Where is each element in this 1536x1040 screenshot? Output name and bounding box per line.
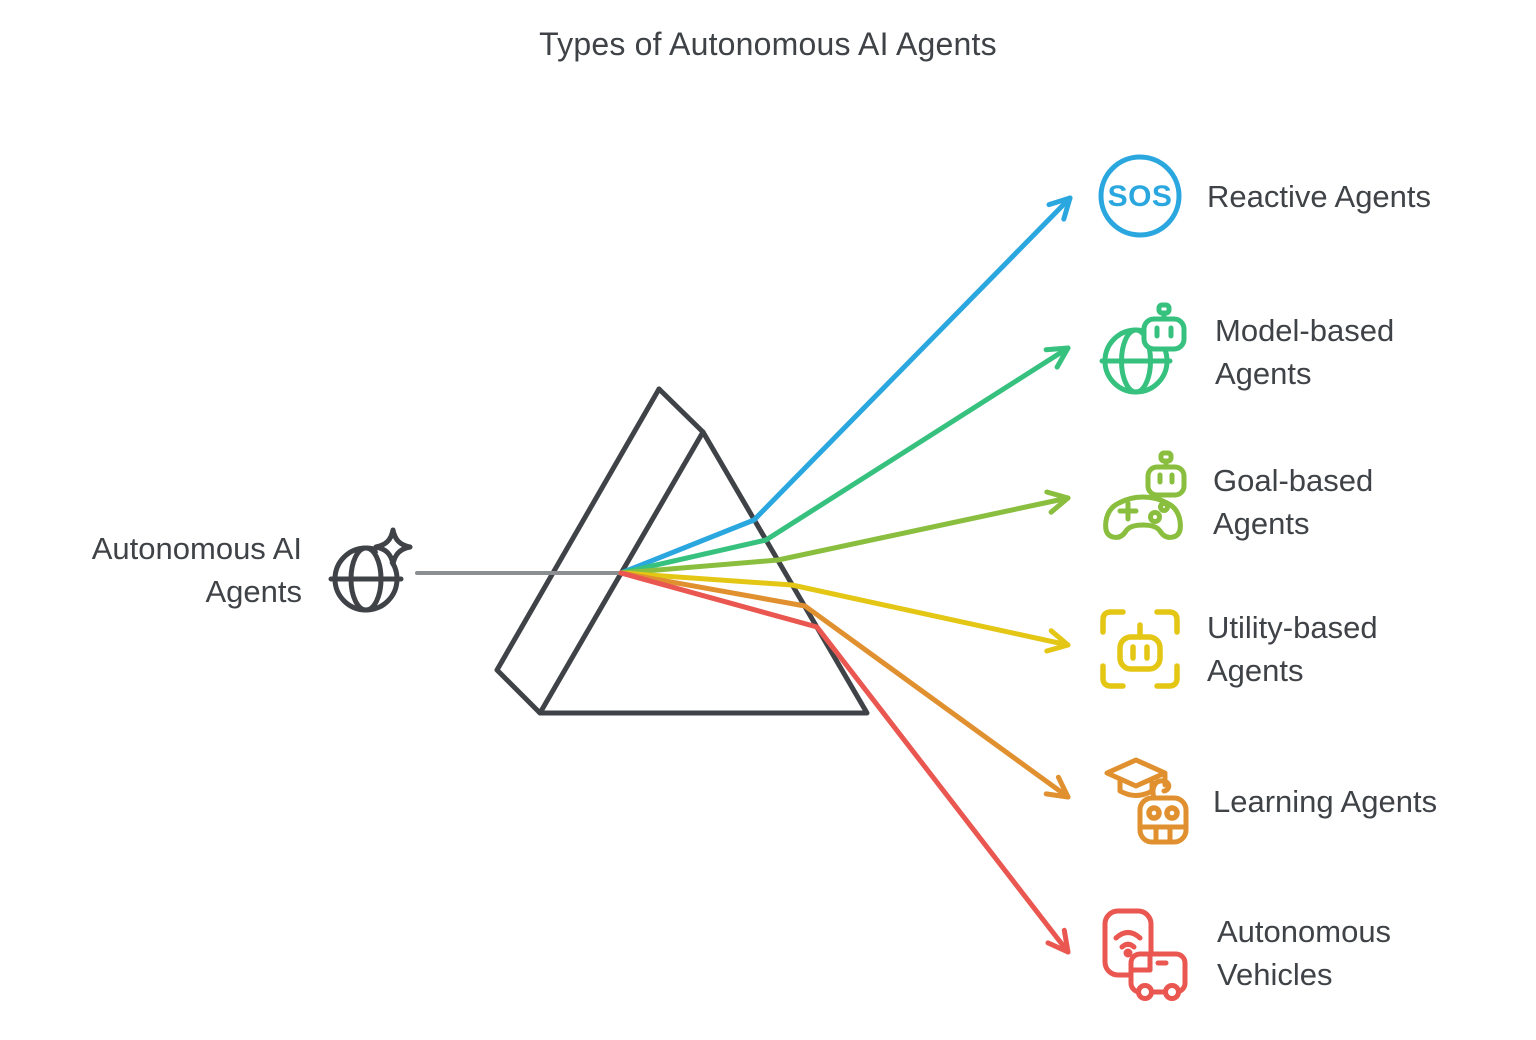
- source-label: Autonomous AI Agents: [36, 527, 302, 613]
- ray-utility-based: [618, 570, 1071, 654]
- item-label: Model-based Agents: [1215, 309, 1394, 395]
- ray-line: [618, 195, 1073, 576]
- arrowhead: [1045, 927, 1071, 955]
- ray-learning: [618, 570, 1071, 800]
- ray-goal-based: [618, 489, 1071, 576]
- prism-back-edges: [494, 386, 662, 716]
- item-label-line: Learning Agents: [1213, 783, 1438, 819]
- source-label-line: Autonomous AI: [91, 531, 302, 566]
- ray-model-based: [618, 345, 1071, 576]
- arrowhead: [1044, 628, 1071, 654]
- source-label-line: Agents: [205, 574, 302, 609]
- arrowhead: [1043, 345, 1071, 370]
- sos-circle-icon: SOS: [1098, 154, 1182, 238]
- phone-bus-icon: [1098, 906, 1192, 1001]
- arrowhead: [1044, 489, 1071, 515]
- page-title: Types of Autonomous AI Agents: [539, 26, 997, 62]
- gradcap-robot-icon: [1098, 756, 1189, 846]
- item-label: Autonomous Vehicles: [1217, 910, 1391, 996]
- item-label-line: Agents: [1213, 506, 1310, 541]
- item-label-line: Model-based: [1215, 313, 1395, 348]
- arrowhead: [1043, 774, 1071, 800]
- controller-robot-icon: [1098, 450, 1188, 547]
- arrowhead: [1046, 195, 1073, 222]
- item-label-line: Goal-based: [1213, 463, 1374, 498]
- list-item-reactive-agents: SOS Reactive Agents: [1098, 154, 1431, 238]
- globe-sparkle-icon: [327, 527, 413, 616]
- list-item-learning-agents: Learning Agents: [1098, 756, 1437, 846]
- ray-vehicles: [618, 570, 1071, 955]
- item-label: Learning Agents: [1213, 780, 1437, 823]
- item-label-line: Agents: [1215, 356, 1312, 391]
- item-label-line: Agents: [1207, 653, 1304, 688]
- item-label-line: Autonomous: [1217, 914, 1392, 949]
- ray-line: [618, 570, 1071, 800]
- item-label-line: Vehicles: [1217, 957, 1333, 992]
- ray-line: [618, 345, 1071, 576]
- ray-line: [618, 570, 1071, 955]
- item-label: Goal-based Agents: [1213, 459, 1373, 545]
- ray-line: [618, 570, 1071, 648]
- globe-robot-icon: [1098, 302, 1190, 398]
- item-label: Reactive Agents: [1207, 175, 1431, 218]
- list-item-autonomous-vehicles: Autonomous Vehicles: [1098, 906, 1391, 1001]
- ray-line: [618, 495, 1071, 576]
- item-label-line: Reactive Agents: [1207, 178, 1432, 214]
- item-label: Utility-based Agents: [1207, 606, 1378, 692]
- list-item-utility-based-agents: Utility-based Agents: [1098, 606, 1378, 692]
- sos-icon-text: SOS: [1108, 180, 1173, 213]
- scan-robot-icon: [1098, 607, 1182, 691]
- prism-ridge-edge: [656, 386, 706, 435]
- list-item-model-based-agents: Model-based Agents: [1098, 302, 1394, 398]
- list-item-goal-based-agents: Goal-based Agents: [1098, 450, 1373, 547]
- ray-reactive: [618, 195, 1073, 576]
- item-label-line: Utility-based: [1207, 610, 1378, 645]
